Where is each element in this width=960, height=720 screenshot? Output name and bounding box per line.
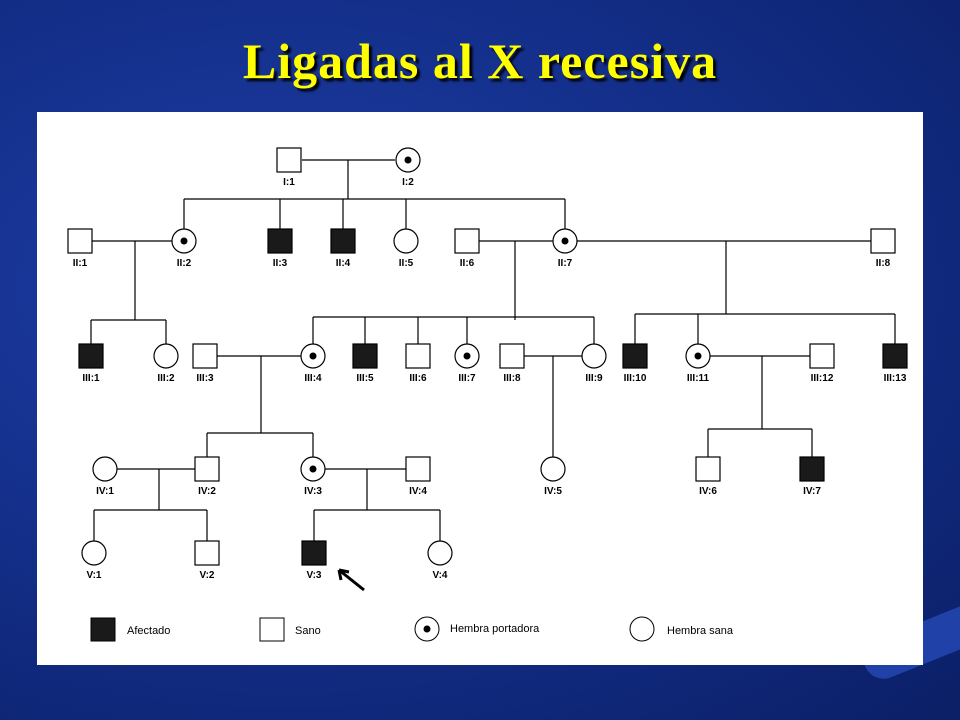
male-healthy-symbol-ii-1 xyxy=(67,228,93,254)
individual-label-v-1: V:1 xyxy=(86,570,101,581)
individual-label-i-1: I:1 xyxy=(283,177,295,188)
male-affected-symbol-iii-13 xyxy=(882,343,908,369)
individual-label-iv-6: IV:6 xyxy=(699,486,717,497)
individual-label-iv-1: IV:1 xyxy=(96,486,114,497)
individual-label-iii-13: III:13 xyxy=(884,373,907,384)
legend-healthy-label: Sano xyxy=(295,625,321,637)
male-affected-symbol-iii-10 xyxy=(622,343,648,369)
carrier-dot-ii-2 xyxy=(180,237,188,245)
female-healthy-symbol-iii-2 xyxy=(153,343,179,369)
carrier-dot-iv-3 xyxy=(309,465,317,473)
pedigree-diagram: I:1 I:2II:1 II:2 II:3 II:4 II:5 II:6 II:7 II:8II… xyxy=(67,147,908,642)
male-healthy-symbol-ii-6 xyxy=(454,228,480,254)
male-healthy-symbol-iii-6 xyxy=(405,343,431,369)
individual-label-iii-7: III:7 xyxy=(458,373,476,384)
individual-label-iv-2: IV:2 xyxy=(198,486,216,497)
male-healthy-symbol-iv-6 xyxy=(695,456,721,482)
legend-healthy-female-icon xyxy=(629,616,655,642)
individual-label-iv-5: IV:5 xyxy=(544,486,562,497)
individual-label-iii-12: III:12 xyxy=(811,373,834,384)
individual-label-iii-2: III:2 xyxy=(157,373,175,384)
individual-label-ii-7: II:7 xyxy=(558,258,573,269)
individual-label-iii-6: III:6 xyxy=(409,373,427,384)
female-healthy-symbol-v-1 xyxy=(81,540,107,566)
individual-label-iv-3: IV:3 xyxy=(304,486,322,497)
individual-label-v-3: V:3 xyxy=(306,570,321,581)
individual-label-v-2: V:2 xyxy=(199,570,214,581)
legend-healthy-icon xyxy=(259,617,285,642)
female-healthy-symbol-v-4 xyxy=(427,540,453,566)
male-healthy-symbol-iii-3 xyxy=(192,343,218,369)
legend-affected-label: Afectado xyxy=(127,625,170,637)
individual-label-ii-3: II:3 xyxy=(273,258,288,269)
male-healthy-symbol-ii-8 xyxy=(870,228,896,254)
carrier-dot-ii-7 xyxy=(561,237,569,245)
pedigree-lines xyxy=(90,159,896,541)
individual-label-iii-1: III:1 xyxy=(82,373,100,384)
female-healthy-symbol-iv-1 xyxy=(92,456,118,482)
individual-label-ii-8: II:8 xyxy=(876,258,891,269)
individual-label-ii-2: II:2 xyxy=(177,258,192,269)
individual-label-iii-8: III:8 xyxy=(503,373,521,384)
carrier-dot-iii-11 xyxy=(694,352,702,360)
male-affected-symbol-iii-5 xyxy=(352,343,378,369)
male-affected-symbol-v-3 xyxy=(301,540,327,566)
female-healthy-symbol-iii-9 xyxy=(581,343,607,369)
male-affected-symbol-iii-1 xyxy=(78,343,104,369)
individual-label-ii-5: II:5 xyxy=(399,258,414,269)
proband-arrow-icon xyxy=(337,568,365,592)
carrier-dot-i-2 xyxy=(404,156,412,164)
female-healthy-symbol-ii-5 xyxy=(393,228,419,254)
pedigree-symbols xyxy=(67,147,908,566)
legend-healthy-female-label: Hembra sana xyxy=(667,625,734,637)
individual-label-ii-1: II:1 xyxy=(73,258,88,269)
male-healthy-symbol-iii-12 xyxy=(809,343,835,369)
legend: Afectado Sano Hembra portadora Hembra sa… xyxy=(90,616,734,642)
male-affected-symbol-iv-7 xyxy=(799,456,825,482)
male-affected-symbol-ii-4 xyxy=(330,228,356,254)
individual-label-iii-9: III:9 xyxy=(585,373,603,384)
legend-carrier-label: Hembra portadora xyxy=(450,623,540,635)
carrier-dot-iii-7 xyxy=(463,352,471,360)
slide-title: Ligadas al X recesiva xyxy=(242,33,718,89)
individual-label-iii-3: III:3 xyxy=(196,373,214,384)
legend-affected-icon xyxy=(90,617,116,642)
individual-label-iii-11: III:11 xyxy=(687,373,710,384)
male-healthy-symbol-iii-8 xyxy=(499,343,525,369)
individual-label-ii-4: II:4 xyxy=(336,258,351,269)
individual-label-ii-6: II:6 xyxy=(460,258,475,269)
individual-label-i-2: I:2 xyxy=(402,177,414,188)
individual-label-iv-4: IV:4 xyxy=(409,486,427,497)
individual-label-iii-5: III:5 xyxy=(356,373,374,384)
male-healthy-symbol-v-2 xyxy=(194,540,220,566)
individual-label-iii-4: III:4 xyxy=(304,373,322,384)
male-healthy-symbol-i-1 xyxy=(276,147,302,173)
pedigree-labels: I:1 I:2II:1 II:2 II:3 II:4 II:5 II:6 II:7 II:8II… xyxy=(73,177,907,581)
individual-label-iii-10: III:10 xyxy=(624,373,647,384)
individual-label-v-4: V:4 xyxy=(432,570,447,581)
male-healthy-symbol-iv-4 xyxy=(405,456,431,482)
female-healthy-symbol-iv-5 xyxy=(540,456,566,482)
male-healthy-symbol-iv-2 xyxy=(194,456,220,482)
individual-label-iv-7: IV:7 xyxy=(803,486,821,497)
legend-carrier-dot-icon xyxy=(423,625,431,633)
male-affected-symbol-ii-3 xyxy=(267,228,293,254)
carrier-dot-iii-4 xyxy=(309,352,317,360)
